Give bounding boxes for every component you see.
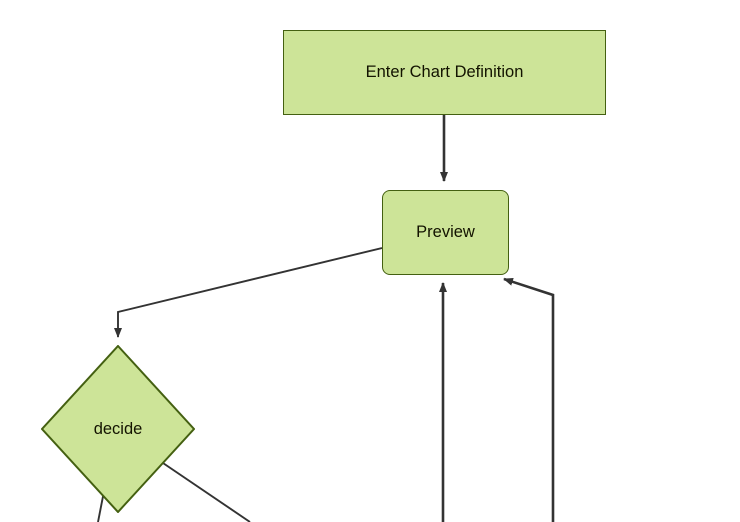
- node-preview[interactable]: Preview: [382, 190, 509, 275]
- edge-decide-branch-right: [159, 460, 251, 522]
- node-decide[interactable]: decide: [41, 345, 195, 513]
- node-enter-chart-definition[interactable]: Enter Chart Definition: [283, 30, 606, 115]
- edge-preview-to-decide: [114, 247, 383, 338]
- diamond-shape-decide: [41, 345, 195, 513]
- edge-return-right-to-preview: [503, 277, 555, 522]
- node-label-preview: Preview: [416, 223, 475, 242]
- node-label-enter-chart-definition: Enter Chart Definition: [365, 63, 524, 82]
- node-label-decide: decide: [93, 419, 143, 438]
